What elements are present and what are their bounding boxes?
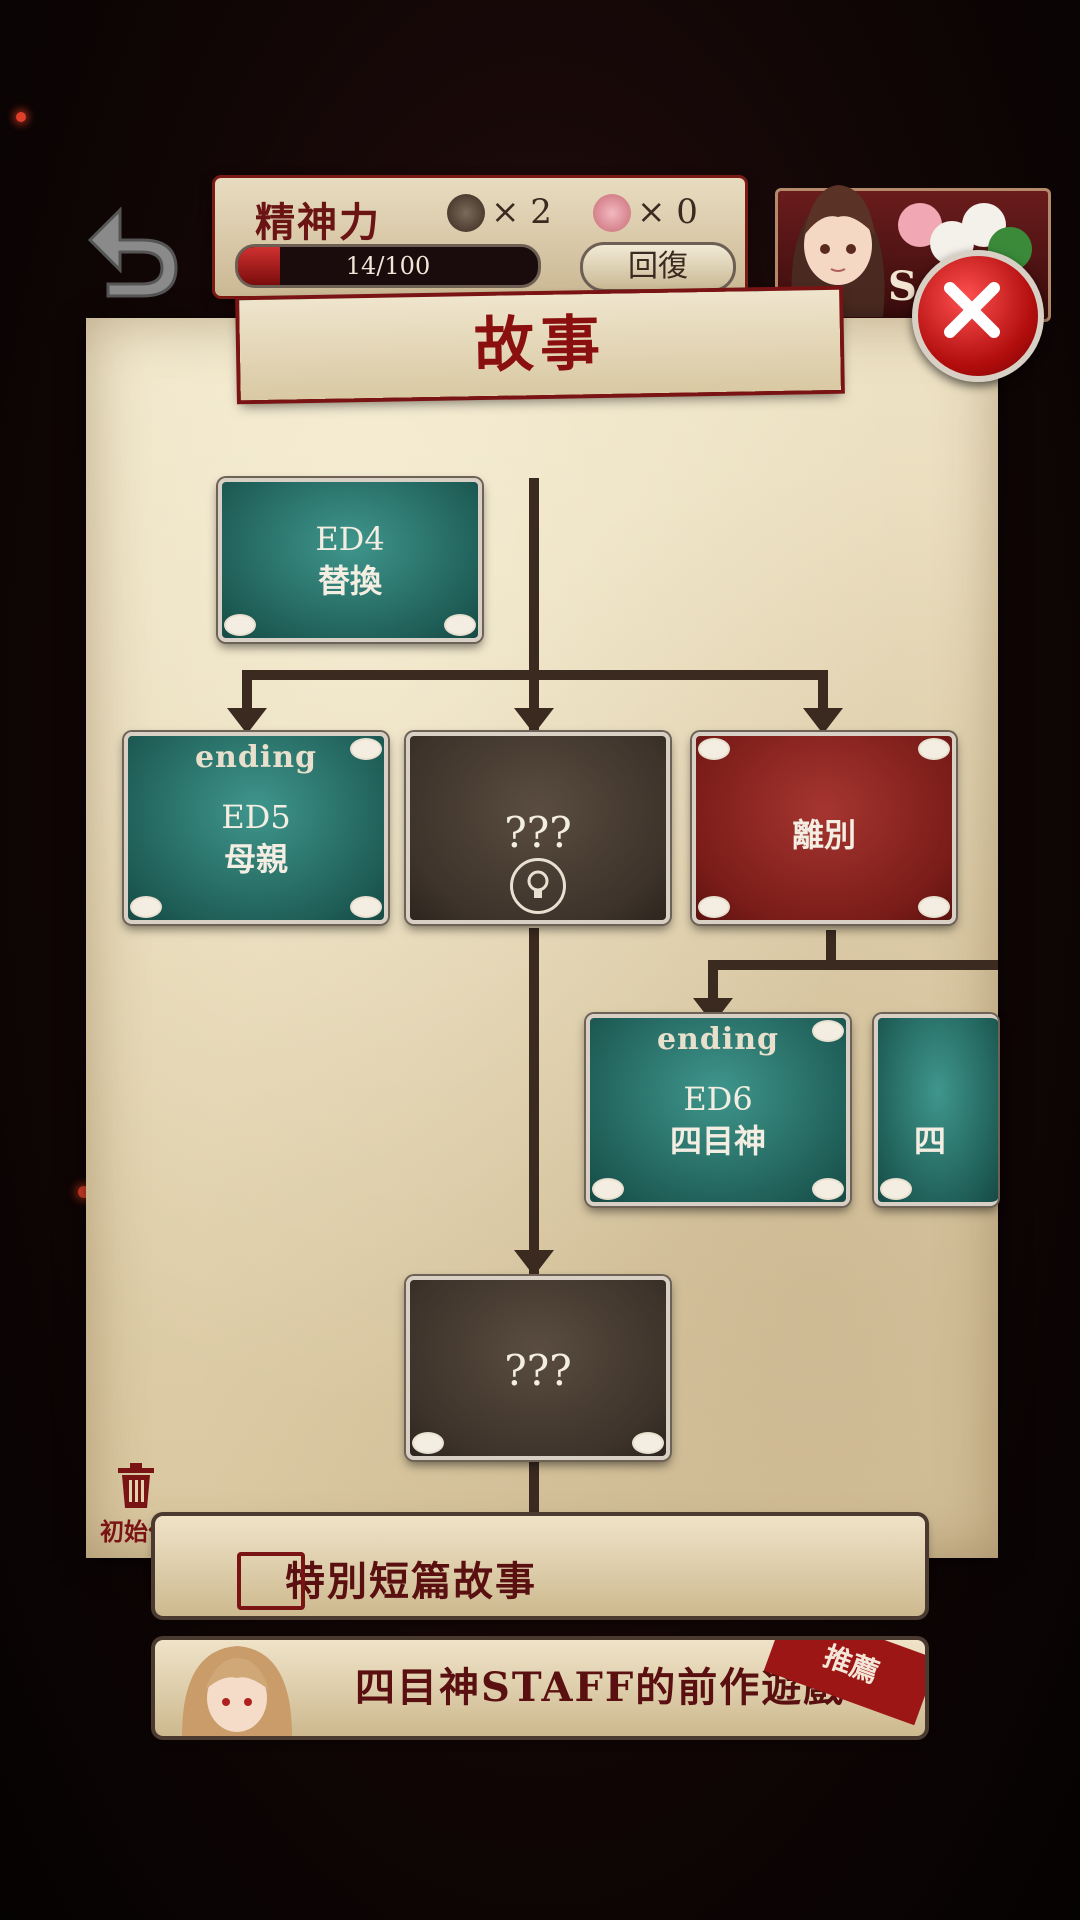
arrow-down-icon [514, 1250, 554, 1276]
arrow-down-icon [514, 708, 554, 734]
card-title: 母親 [223, 840, 288, 878]
eye-ornament-icon [444, 614, 476, 636]
story-chart-parchment: ED4 替換 ending ED5 母親 ??? 離別 ending ED6 [86, 318, 998, 1558]
film-icon [237, 1552, 305, 1610]
back-button[interactable] [80, 200, 180, 300]
card-code: ED5 [221, 798, 291, 836]
branch-line [708, 960, 998, 970]
arrow-down-icon [803, 708, 843, 734]
special-story-menu[interactable]: 特別短篇故事 [155, 1516, 925, 1616]
branch-line [242, 670, 252, 712]
card-code: ED6 [683, 1080, 753, 1118]
stamina-label: 精神力 [255, 199, 381, 246]
recover-button[interactable]: 回復 [580, 242, 736, 292]
branch-line [818, 670, 828, 712]
eye-ornament-icon [350, 896, 382, 918]
eye-ornament-icon [812, 1178, 844, 1200]
card-title: 替換 [317, 562, 382, 600]
stamina-value: 14/100 [345, 252, 431, 280]
eye-ornament-icon [698, 896, 730, 918]
stamina-bar-fill [238, 247, 280, 285]
story-card-locked[interactable]: ??? [406, 1276, 670, 1460]
arrow-down-icon [227, 708, 267, 734]
story-card-locked[interactable]: ??? [406, 732, 670, 924]
stamina-bar: 14/100 [235, 244, 541, 288]
talisman-count: × 2 [491, 192, 552, 232]
eye-ornament-icon [412, 1432, 444, 1454]
card-title: 四 [914, 1122, 947, 1160]
dango-item-icon [593, 194, 631, 232]
story-card-ed4[interactable]: ED4 替換 [218, 478, 482, 642]
eye-ornament-icon [880, 1178, 912, 1200]
card-title: 四目神 [669, 1122, 766, 1160]
talisman-icon [447, 194, 485, 232]
eye-ornament-icon [812, 1020, 844, 1042]
stamina-panel: 精神力 × 2 × 0 14/100 回復 [215, 178, 745, 296]
eye-ornament-icon [918, 896, 950, 918]
title-banner: 故事 [239, 289, 841, 401]
story-card-farewell[interactable]: 離別 [692, 732, 956, 924]
eye-ornament-icon [224, 614, 256, 636]
story-card-ed6[interactable]: ending ED6 四目神 [586, 1014, 850, 1206]
trash-icon [118, 1463, 154, 1508]
branch-line [708, 960, 718, 1000]
eye-ornament-icon [632, 1432, 664, 1454]
back-arrow-icon [87, 206, 178, 298]
ending-caption: ending [656, 1022, 780, 1057]
character-letter: S [888, 263, 917, 310]
page-title: 故事 [473, 308, 607, 382]
branch-line [529, 928, 539, 1558]
eye-ornament-icon [918, 738, 950, 760]
card-code: ED4 [315, 520, 385, 558]
card-unknown-label: ??? [504, 808, 572, 857]
dango-count: × 0 [637, 192, 698, 232]
eye-ornament-icon [592, 1178, 624, 1200]
close-button[interactable] [912, 250, 1044, 382]
ember-particle [16, 112, 26, 122]
eye-ornament-icon [698, 738, 730, 760]
menu-label: 特別短篇故事 [285, 1558, 537, 1605]
story-card-ed5[interactable]: ending ED5 母親 [124, 732, 388, 924]
menu-label: 四目神STAFF的前作遊戲 [355, 1664, 846, 1711]
prequel-game-menu[interactable]: 四目神STAFF的前作遊戲 推薦 [155, 1640, 925, 1736]
eye-ornament-icon [350, 738, 382, 760]
prequel-character-icon [182, 1646, 292, 1736]
branch-line [242, 670, 828, 680]
card-title: 離別 [791, 816, 856, 854]
close-icon [944, 282, 1000, 338]
branch-line [529, 478, 539, 834]
ending-caption: ending [194, 740, 318, 775]
hint-lightbulb-icon[interactable] [510, 858, 566, 914]
character-portrait-icon [791, 185, 885, 317]
eye-ornament-icon [130, 896, 162, 918]
branch-line [826, 930, 836, 970]
story-card-partial[interactable]: 四 [874, 1014, 998, 1206]
card-unknown-label: ??? [504, 1346, 572, 1395]
